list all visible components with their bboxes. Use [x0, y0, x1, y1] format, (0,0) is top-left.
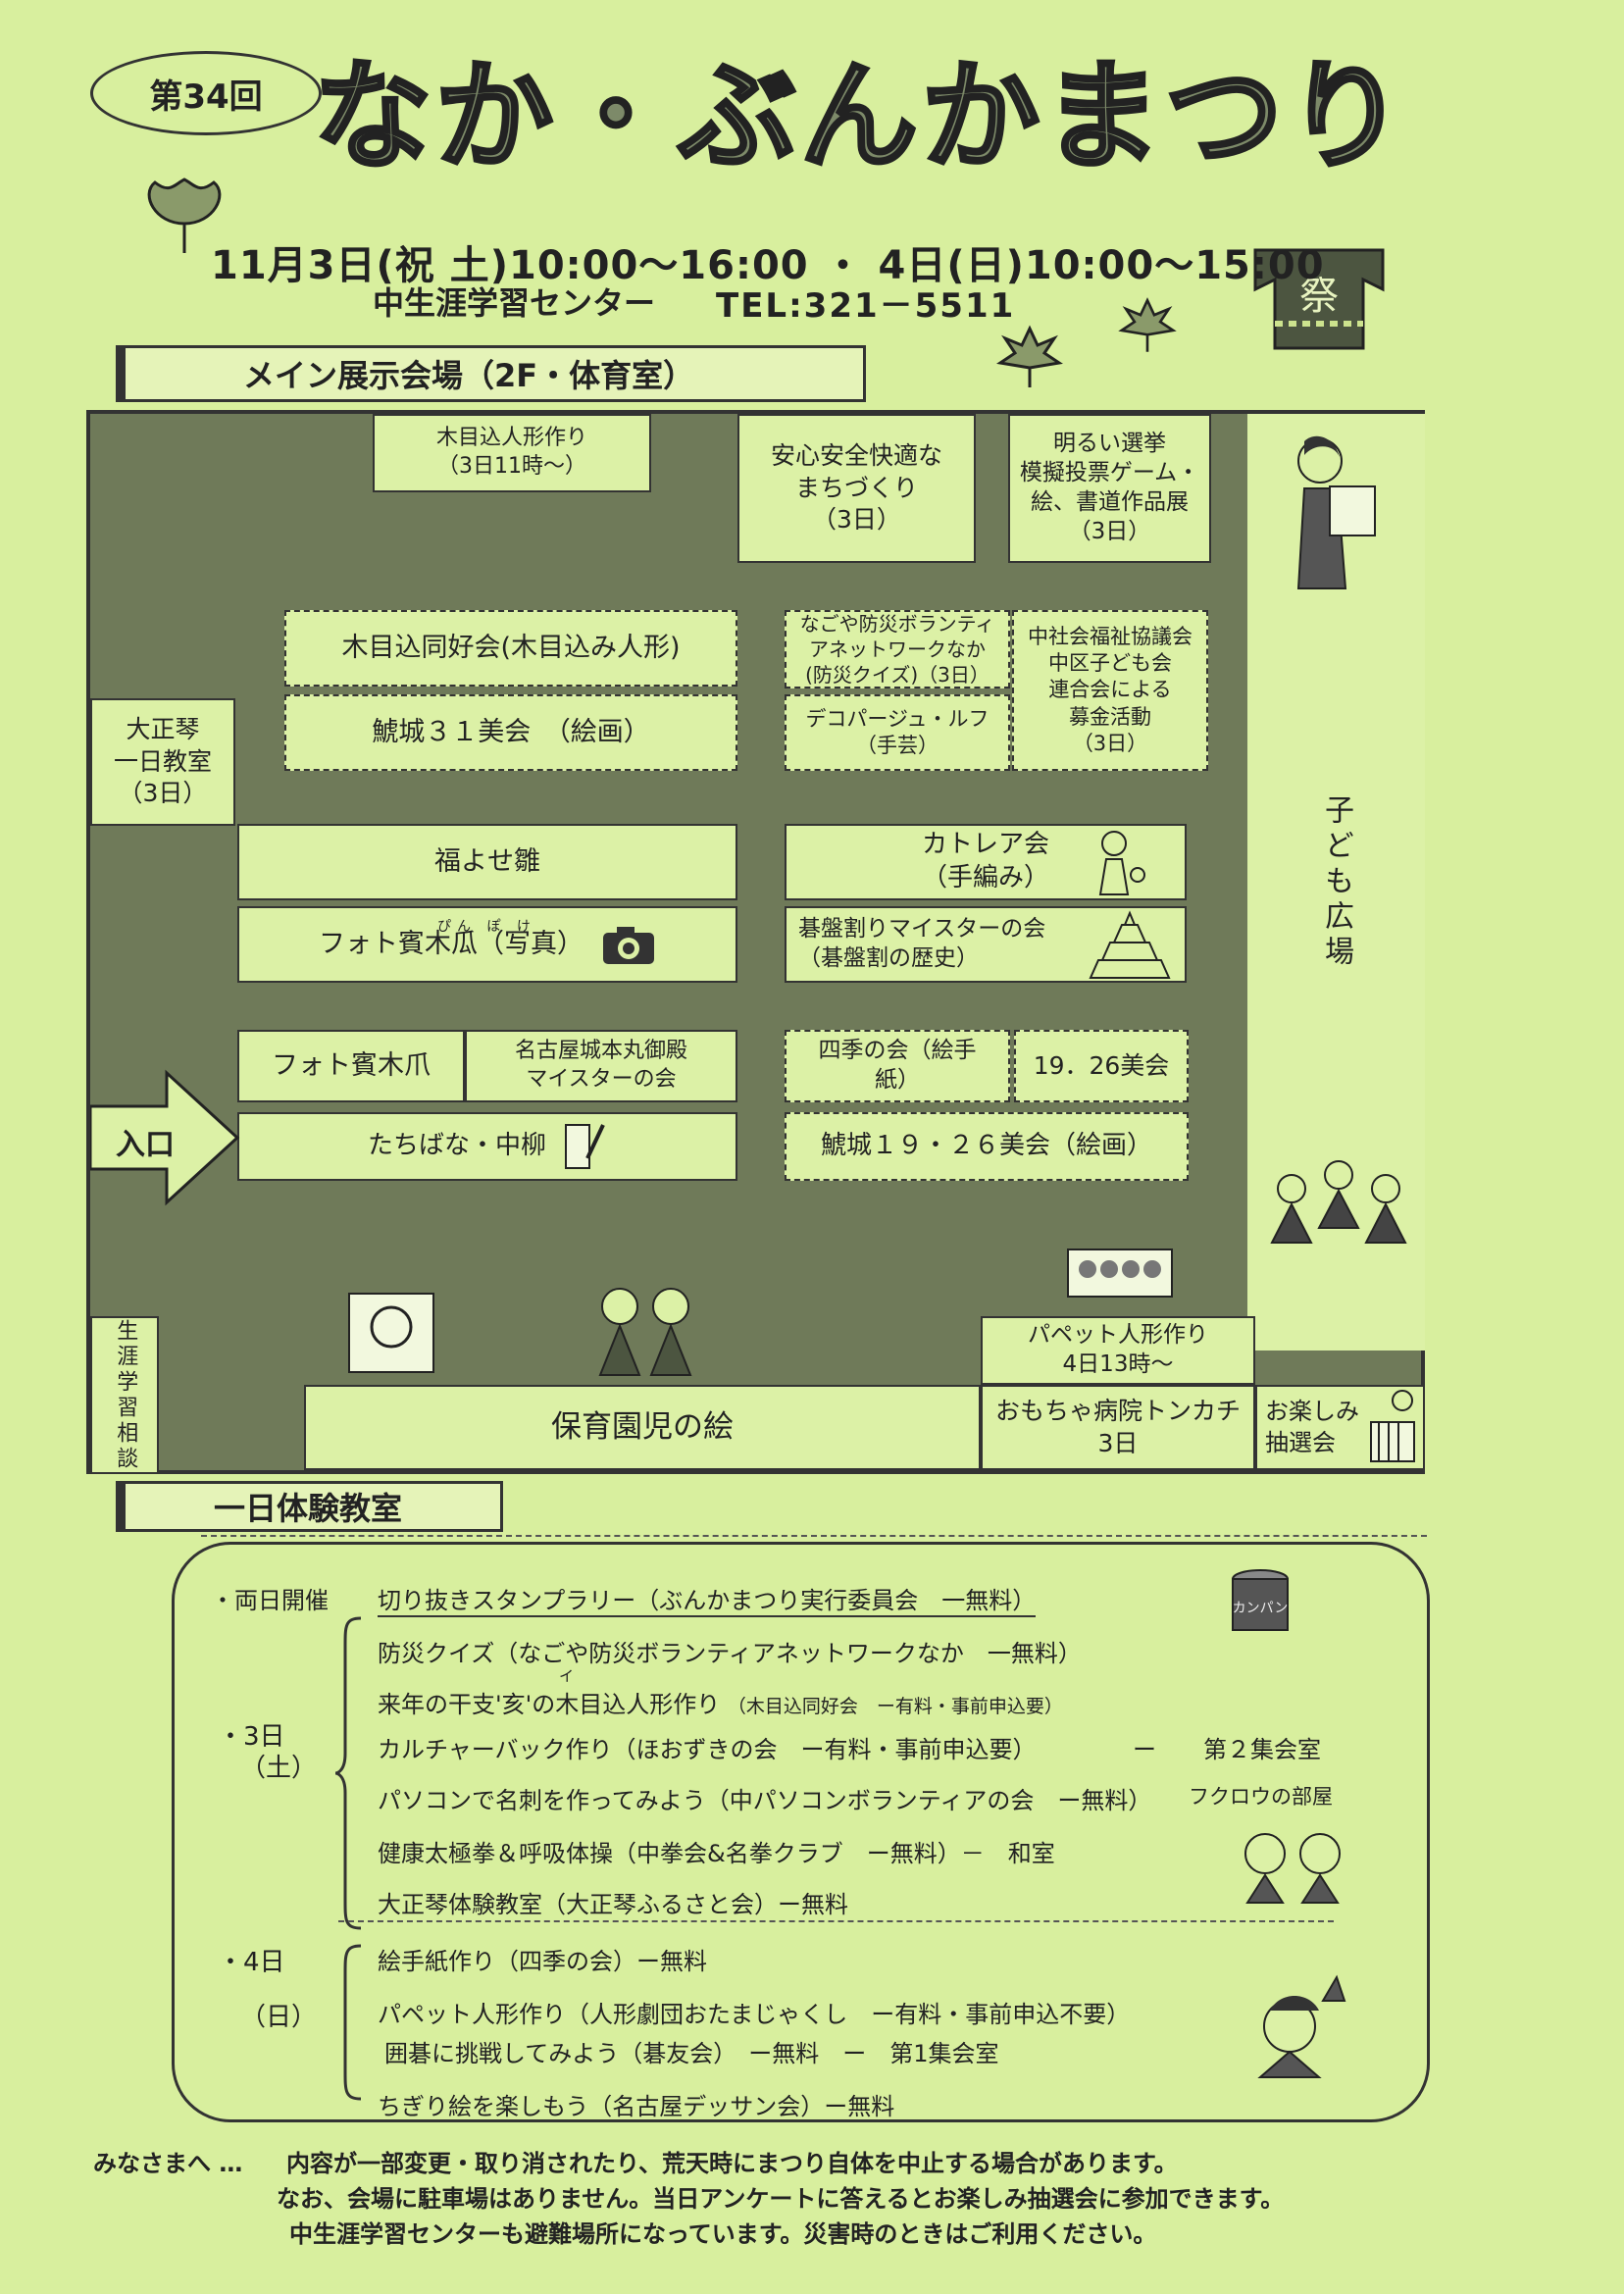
booth-fukuyose: 福よせ雛 [237, 824, 737, 900]
experience-box [172, 1542, 1430, 2122]
puppet-figures-icon [1067, 1249, 1173, 1298]
booth-tachibana: たちばな・中柳 [237, 1112, 737, 1181]
day3-item: 防災クイズ（なごや防災ボランティアネットワークなか 一無料） [378, 1640, 1082, 1667]
kids-waving-icon [598, 1288, 692, 1376]
venue-name: 中生涯学習センター [373, 284, 656, 322]
entrance-label: 入口 [116, 1128, 175, 1162]
booth-label: たちばな・中柳 [367, 1131, 546, 1161]
booth-bikai1926: 19．26美会 [1014, 1030, 1189, 1102]
booth-shiki: 四季の会（絵手 紙） [785, 1030, 1010, 1102]
booth-decoupage: デコパージュ・ルフ （手芸） [785, 694, 1010, 771]
floor-plan: 木目込人形作り （3日11時～） 安心安全快適な まちづくり （3日） 明るい選… [86, 410, 1425, 1474]
booth-photo-hinboke: ぴん ぽ け フォト賓木瓜（写真） [237, 906, 737, 983]
booth-safety-town: 安心安全快適な まちづくり （3日） [737, 414, 976, 563]
event-dates: 11月3日(祝 土)10:00～16:00 ・ 4日(日)10:00～15:00 [211, 243, 1325, 288]
booth-label: 木目込人形作り [435, 426, 587, 451]
booth-photo-hinboke2: フォト賓木爪 [237, 1030, 465, 1102]
day4-item: パペット人形作り（人形劇団おたまじゃくし ー有料・事前申込不要） [378, 2001, 1131, 2028]
both-days-item: 切り抜きスタンプラリー（ぶんかまつり実行委員会 一無料） [378, 1581, 1037, 1617]
day4-item: ちぎり絵を楽しもう（名古屋デッサン会）ー無料 [378, 2093, 895, 2120]
day3-item: カルチャーバック作り（ほおずきの会 ー有料・事前申込要） [378, 1736, 1037, 1763]
puppet-show-icon [1257, 1974, 1346, 2078]
lottery-drum-icon [1370, 1390, 1415, 1462]
day3-item: パソコンで名刺を作ってみよう（中パソコンボランティアの会 ー無料） [378, 1787, 1152, 1814]
booth-election: 明るい選挙 模擬投票ゲーム・ 絵、書道作品展 （3日） [1008, 414, 1211, 563]
day3-item: 大正琴体験教室（大正琴ふるさと会）ー無料 [378, 1891, 848, 1918]
booth-learning-consult: 生涯学習相談 [90, 1316, 159, 1474]
day4-item: 囲碁に挑戦してみよう（碁友会） ー無料 ー 第1集会室 [384, 2040, 999, 2067]
day3-item-label: 来年の干支'亥'の木目込人形作り [378, 1691, 721, 1718]
day3-label: ・3日 [218, 1722, 285, 1752]
venue-phone: TEL:321－5511 [716, 286, 1016, 326]
booth-shachi1926: 鯱城１９・２６美会（絵画） [785, 1112, 1189, 1181]
entrance-arrow[interactable]: 入口 [88, 1069, 245, 1206]
booth-toy-hospital: おもちゃ病院トンカチ 3日 [981, 1385, 1255, 1470]
day4-item: 絵手紙作り（四季の会）ー無料 [378, 1948, 707, 1975]
notice-line: 内容が一部変更・取り消されたり、荒天時にまつり自体を中止する場合があります。 [286, 2150, 1178, 2177]
learning-consult-label: 生涯学習相談 [113, 1318, 138, 1472]
camera-icon [603, 927, 654, 964]
booth-welfare: 中社会福祉協議会 中区子ども会 連合会による 募金活動 （3日） [1012, 610, 1208, 771]
booth-puppet: パペット人形作り 4日13時～ [981, 1316, 1255, 1385]
day4-bracket [343, 1944, 362, 2101]
experience-heading: 一日体験教室 [116, 1481, 503, 1532]
day3-room: ー 第２集会室 [1133, 1736, 1321, 1763]
day4-label: ・4日 [218, 1948, 285, 1977]
divider-line [338, 1920, 1334, 1922]
svg-text:祭: 祭 [1299, 274, 1339, 319]
booth-label: フォト賓木瓜（写真） [319, 929, 584, 960]
booth-nursery: 保育園児の絵 [304, 1385, 981, 1470]
day3-room: フクロウの部屋 [1189, 1785, 1333, 1809]
booth-nagoya-castle: 名古屋城本丸御殿 マイスターの会 [465, 1030, 737, 1102]
maple-leaf-icon [1118, 297, 1177, 352]
ginkgo-leaf-icon [147, 178, 222, 253]
taichi-people-icon [1244, 1833, 1341, 1904]
day3-item: 来年の干支'亥'の木目込人形作り （木目込同好会 ー有料・事前申込要） [378, 1685, 1063, 1719]
kanpan-can-icon: カンパン [1232, 1569, 1289, 1631]
knitting-lady-icon [1098, 831, 1145, 895]
notice-line: 中生涯学習センターも避難場所になっています。災害時のときはご利用ください。 [289, 2220, 1157, 2248]
svg-text:カンパン: カンパン [1233, 1601, 1289, 1616]
castle-icon [1089, 910, 1171, 979]
both-days-label: ・両日開催 [211, 1587, 329, 1614]
main-hall-heading: メイン展示会場（2F・体育室） [116, 345, 866, 402]
day3-item: 健康太極拳＆呼吸体操（中拳会&名拳クラブ ー無料）－ 和室 [378, 1840, 1055, 1867]
edition-badge: 第34回 [90, 51, 322, 135]
teacher-icon [1296, 435, 1376, 589]
notice-line: なお、会場に駐車場はありません。当日アンケートに答えるとお楽しみ抽選会に参加でき… [277, 2185, 1285, 2213]
booth-disaster-volunteer: なごや防災ボランティ アネットワークなか (防災クイズ)（3日） [785, 610, 1010, 688]
divider-line [201, 1535, 1427, 1537]
children-icon [1270, 1160, 1407, 1244]
child-drawing-icon [348, 1293, 434, 1373]
booth-shachi31: 鯱城３１美会 （絵画） [284, 694, 737, 771]
photo-ruby: ぴん ぽ け [437, 919, 536, 935]
day3-item-note: （木目込同好会 ー有料・事前申込要） [727, 1696, 1063, 1717]
day3-bracket [334, 1616, 362, 1930]
calligraphy-icon [565, 1124, 605, 1169]
booth-taishogoto-day: 大正琴 一日教室 （3日） [90, 698, 235, 826]
notice-lead: みなさまへ … [93, 2150, 243, 2177]
booth-kimekomi-doll-making: 木目込人形作り （3日11時～） [373, 414, 651, 492]
day4-sub: （日） [240, 2003, 318, 2032]
booth-time: （3日11時～） [437, 454, 586, 479]
ruby-mark: イ [559, 1667, 575, 1685]
kids-plaza-label: 子ども広場 [1319, 793, 1353, 971]
page-title: なか・ぶんかまつり [312, 49, 1408, 185]
booth-kimekomi-club: 木目込同好会(木目込み人形) [284, 610, 737, 687]
day3-sub: （土） [240, 1754, 318, 1783]
maple-leaf-icon [996, 325, 1063, 387]
festival-happi-icon: 祭 [1253, 248, 1385, 350]
